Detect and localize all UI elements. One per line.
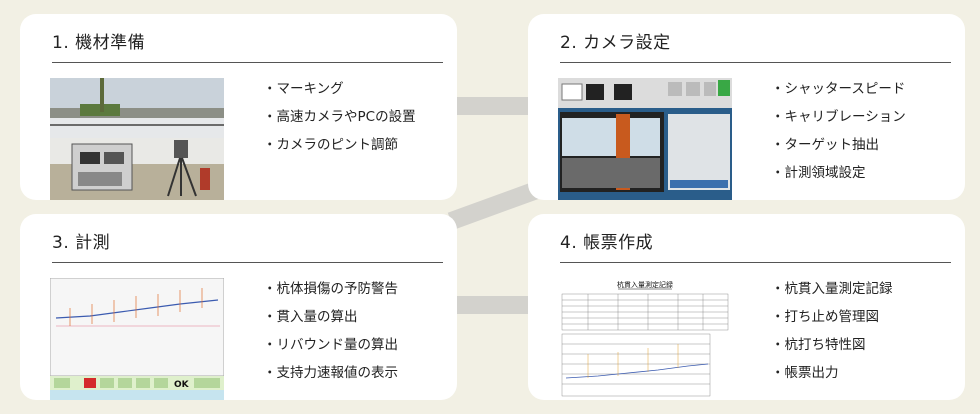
- card-title: 3. 計測: [52, 233, 111, 253]
- report-list: 杭貫入量測定記録 打ち止め管理図 杭打ち特性図 帳票出力: [771, 278, 893, 390]
- measurement-list: 杭体損傷の予防警告 貫入量の算出 リバウンド量の算出 支持力速報値の表示: [263, 278, 399, 390]
- card-measurement: 3. 計測 OK 杭体損傷の予防警告 貫入量の算: [20, 214, 457, 400]
- divider: [52, 262, 443, 263]
- divider: [560, 62, 951, 63]
- camera-settings-list: シャッタースピード キャリブレーション ターゲット抽出 計測領域設定: [771, 78, 906, 190]
- card-report-creation: 4. 帳票作成 杭貫入量測定記録: [528, 214, 965, 400]
- list-item: 杭体損傷の予防警告: [263, 278, 399, 306]
- prep-steps-list: マーキング 高速カメラやPCの設置 カメラのピント調節: [263, 78, 416, 162]
- camera-settings-screen: [558, 78, 732, 200]
- list-item: 貫入量の算出: [263, 306, 398, 334]
- card-title: 1. 機材準備: [52, 33, 146, 53]
- card-equipment-prep: 1. 機材準備 マーキング 高速カメラやPCの設置 カメラのピント調節: [20, 14, 457, 200]
- card-title: 2. カメラ設定: [560, 33, 671, 53]
- measurement-screen: OK: [50, 278, 224, 400]
- list-item: ターゲット抽出: [771, 134, 906, 162]
- connector-1-2: [450, 97, 535, 115]
- list-item: 高速カメラやPCの設置: [263, 106, 416, 134]
- list-item: 打ち止め管理図: [771, 306, 893, 334]
- list-item: シャッタースピード: [771, 78, 906, 106]
- list-item: カメラのピント調節: [263, 134, 416, 162]
- list-item: キャリブレーション: [771, 106, 906, 134]
- connector-3-4: [450, 296, 535, 314]
- card-title: 4. 帳票作成: [560, 233, 654, 253]
- divider: [52, 62, 443, 63]
- divider: [560, 262, 951, 263]
- list-item: 計測領域設定: [771, 162, 906, 190]
- ok-indicator: OK: [174, 380, 190, 390]
- card-camera-settings: 2. カメラ設定 シャッタースピード キャリブレーション ターゲット抽出 計測領…: [528, 14, 965, 200]
- equipment-site-photo: [50, 78, 224, 200]
- list-item: 帳票出力: [771, 362, 893, 390]
- report-sheet-title: 杭貫入量測定記録: [617, 280, 673, 289]
- report-sheet: 杭貫入量測定記録: [558, 278, 732, 400]
- list-item: リバウンド量の算出: [263, 334, 399, 362]
- list-item: 杭打ち特性図: [771, 334, 893, 362]
- list-item: 支持力速報値の表示: [263, 362, 399, 390]
- list-item: マーキング: [263, 78, 416, 106]
- list-item: 杭貫入量測定記録: [771, 278, 893, 306]
